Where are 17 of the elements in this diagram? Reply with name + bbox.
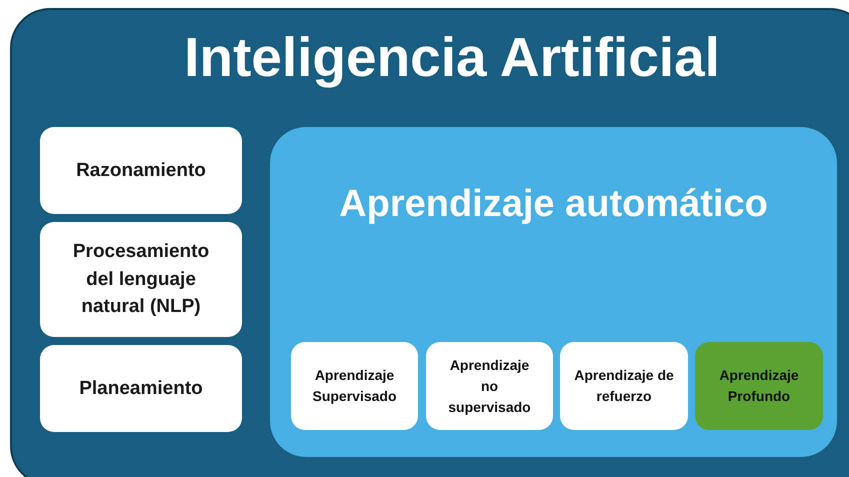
topic-box xyxy=(40,345,242,432)
box-label: Aprendizaje Profundo xyxy=(718,366,800,406)
box-label: Procesamiento del lenguaje natural (NLP) xyxy=(72,240,210,320)
topic-box xyxy=(291,342,418,430)
topic-box xyxy=(695,342,823,430)
box-label: Aprendizaje de refuerzo xyxy=(574,366,674,406)
topic-box xyxy=(40,127,242,214)
box-label: Razonamiento xyxy=(76,158,206,183)
group-panel xyxy=(270,127,837,457)
box-label: Planeamiento xyxy=(79,376,203,401)
topic-box xyxy=(40,222,242,337)
outer-panel xyxy=(10,8,849,477)
topic-box xyxy=(560,342,688,430)
box-label: Aprendizaje no supervisado xyxy=(447,356,532,417)
box-label: Aprendizaje Supervisado xyxy=(311,366,398,406)
topic-box xyxy=(426,342,553,430)
group-title: Aprendizaje automático xyxy=(338,185,769,223)
